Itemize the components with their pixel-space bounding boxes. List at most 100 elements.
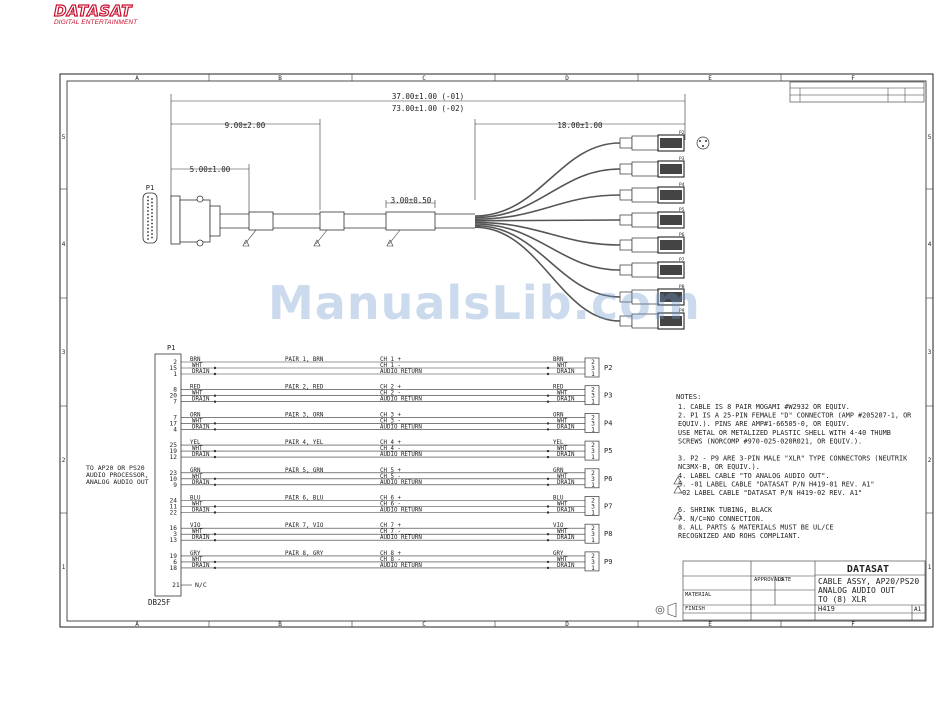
zone-column-bottom: B (278, 621, 282, 628)
revision-block (789, 81, 925, 103)
p1-pin-number: 10 (170, 476, 178, 483)
wire-color-right: ORN (553, 412, 564, 418)
datasat-logo: DATASAT DIGITAL ENTERTAINMENT (53, 2, 154, 26)
wire-drain-right: DRAIN (557, 535, 575, 541)
zone-column-bottom: A (135, 621, 139, 628)
channel-minus: CH 4 - (380, 446, 401, 452)
xlr-ref: P3 (604, 392, 612, 400)
channel-minus: CH 6 - (380, 502, 401, 508)
wire-white: WHT (192, 391, 203, 397)
wire-white-right: WHT (557, 474, 568, 480)
schematic-p1-label: P1 (167, 344, 175, 352)
xlr-pin-number: 1 (591, 510, 595, 517)
wire-white: WHT (192, 418, 203, 424)
pair-label: PAIR 3, ORN (285, 412, 324, 418)
spare-pin: 21 (172, 581, 180, 589)
note-flag-icons (673, 476, 683, 520)
note-line: 3. P2 - P9 ARE 3-PIN MALE "XLR" TYPE CON… (678, 455, 908, 463)
xlr-pin-number: 3 (591, 531, 595, 538)
title-company: DATASAT (847, 564, 889, 575)
zone-row-right: 5 (928, 134, 932, 141)
zone-row-right: 1 (928, 564, 932, 571)
p1-pin-number: 17 (170, 420, 178, 427)
xlr-pin-number: 1 (591, 399, 595, 406)
note-line: -02 LABEL CABLE "DATASAT P/N H419-02 REV… (678, 489, 862, 497)
xlr-pin-number: 1 (591, 482, 595, 489)
projection-symbol-icon (655, 602, 677, 618)
xlr-pin-number: 1 (591, 426, 595, 433)
xlr-connector-icon: P3 (619, 156, 685, 178)
wire-white: WHT (192, 529, 203, 535)
channel-minus: CH 5 - (380, 474, 401, 480)
p1-pin-number: 9 (173, 482, 177, 489)
xlr-pin-number: 3 (591, 420, 595, 427)
xlr-label: P4 (679, 182, 685, 188)
xlr-pin-number: 2 (591, 498, 595, 505)
xlr-connector-icon: P5 (619, 207, 685, 229)
zone-column-bottom: C (422, 621, 426, 628)
xlr-connector-icon: P6 (619, 232, 685, 254)
channel-plus: CH 1 + (380, 357, 401, 363)
source-note-1: TO AP20 OR PS20 (86, 464, 145, 472)
wire-drain: DRAIN (192, 563, 210, 569)
zone-row-left: 1 (62, 564, 66, 571)
xlr-pin-number: 1 (591, 537, 595, 544)
dim-3: 3.00±0.50 (391, 196, 432, 205)
notes-block: NOTES: 1. CABLE IS 8 PAIR MOGAMI #W2932 … (673, 393, 912, 540)
channel-minus: CH 1 - (380, 363, 401, 369)
channel-minus: CH 2 - (380, 391, 401, 397)
cable-assembly: 37.00±1.00 (-01) 73.00±1.00 (-02) 9.00±2… (142, 92, 710, 330)
pair-label: PAIR 8, GRY (285, 551, 324, 557)
zone-row-left: 2 (62, 457, 66, 464)
wire-color-right: VIO (553, 523, 564, 529)
wire-white: WHT (192, 363, 203, 369)
xlr-connector-icon: P9 (619, 308, 685, 330)
brand-name: DATASAT (53, 2, 133, 20)
wire-color-right: GRN (553, 468, 564, 474)
p1-pin-number: 7 (173, 399, 177, 406)
wire-drain: DRAIN (192, 369, 210, 375)
channel-plus: CH 6 + (380, 496, 401, 502)
pair-label: PAIR 5, GRN (285, 468, 324, 474)
zone-row-left: 3 (62, 349, 66, 356)
xlr-pin-block (584, 440, 600, 461)
xlr-label: P2 (679, 130, 685, 136)
note-line: SCREWS (NORCOMP #970-025-020R021, OR EQU… (678, 437, 862, 445)
xlr-pin-number: 2 (591, 525, 595, 532)
pair-label: PAIR 2, RED (285, 385, 324, 391)
xlr-label: P3 (679, 156, 685, 162)
xlr-label: P5 (679, 207, 685, 213)
note-line: 1. CABLE IS 8 PAIR MOGAMI #W2932 OR EQUI… (678, 403, 850, 411)
xlr-ref: P5 (604, 447, 612, 455)
zone-row-right: 2 (928, 457, 932, 464)
xlr-label: P8 (679, 284, 685, 290)
note-line: 6. SHRINK TUBING, BLACK (678, 506, 773, 514)
title-date: DATE (778, 577, 791, 583)
zone-column-top: E (708, 75, 712, 82)
p1-pin-number: 25 (170, 442, 178, 449)
dim-overall-02: 73.00±1.00 (-02) (392, 104, 464, 113)
wire-color: BLU (190, 496, 201, 502)
note-line: USE METAL OR METALIZED PLASTIC SHELL WIT… (678, 429, 891, 437)
p1-pin-number: 3 (173, 531, 177, 538)
wire-color-right: RED (553, 385, 564, 391)
xlr-label: P6 (679, 232, 685, 238)
wire-drain-right: DRAIN (557, 369, 575, 375)
wire-drain-right: DRAIN (557, 424, 575, 430)
wire-white-right: WHT (557, 446, 568, 452)
xlr-pin-number: 3 (591, 365, 595, 372)
p1-pin-number: 18 (170, 565, 178, 572)
title-line-1: CABLE ASSY, AP20/PS20 (818, 577, 919, 586)
note-line: 4. LABEL CABLE "TO ANALOG AUDIO OUT". (678, 472, 829, 480)
wire-drain: DRAIN (192, 480, 210, 486)
xlr-pin-number: 2 (591, 414, 595, 421)
xlr-ref: P2 (604, 364, 612, 372)
wire-color: ORN (190, 412, 201, 418)
pair-label: PAIR 6, BLU (285, 496, 324, 502)
outer-frame (59, 73, 934, 628)
pair-label: PAIR 4, YEL (285, 440, 324, 446)
xlr-pin-number: 3 (591, 476, 595, 483)
